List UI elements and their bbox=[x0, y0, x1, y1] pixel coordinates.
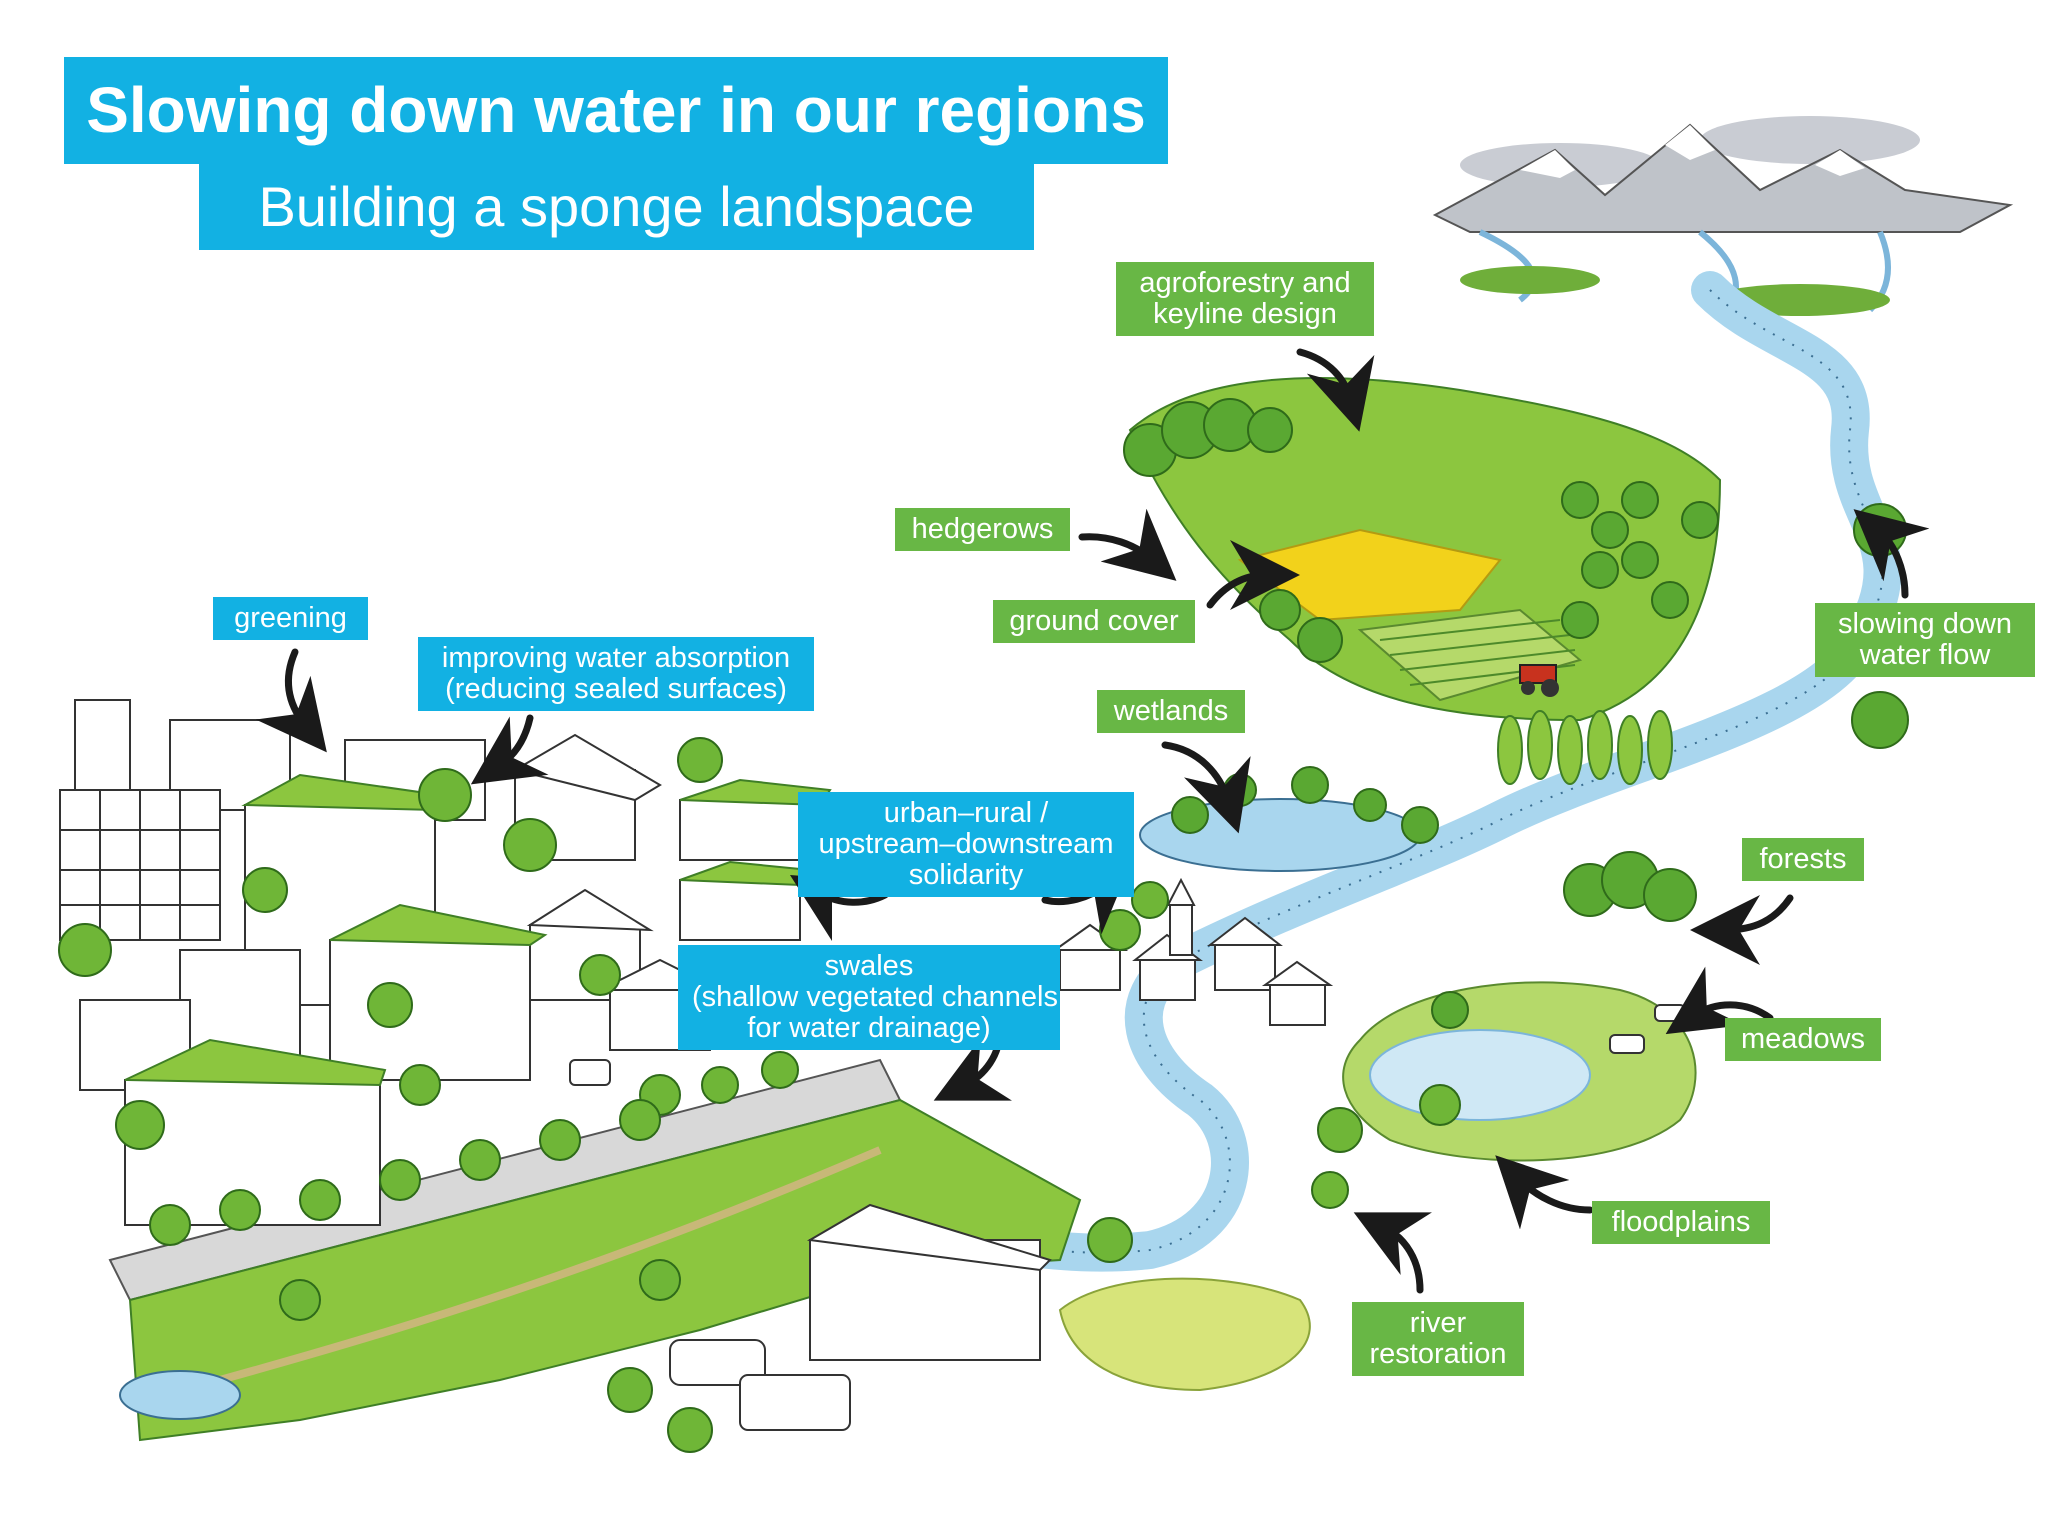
label-agroforestry: agroforestry and keyline design bbox=[1116, 262, 1374, 336]
label-river-restoration: river restoration bbox=[1352, 1302, 1524, 1376]
label-swales: swales (shallow vegetated channels for w… bbox=[678, 945, 1060, 1050]
wetlands-area bbox=[1139, 766, 1439, 872]
label-meadows: meadows bbox=[1725, 1018, 1881, 1061]
label-ground-cover: ground cover bbox=[993, 600, 1195, 643]
mountains bbox=[1432, 116, 2014, 323]
city-park bbox=[108, 1058, 1082, 1442]
label-forests: forests bbox=[1742, 838, 1864, 881]
tree-icon bbox=[58, 737, 1461, 1453]
page-subtitle: Building a sponge landspace bbox=[199, 164, 1034, 250]
label-greening: greening bbox=[213, 597, 368, 640]
label-hedgerows: hedgerows bbox=[895, 508, 1070, 551]
label-slowing-down-water-flow: slowing down water flow bbox=[1815, 603, 2035, 677]
car-icon bbox=[569, 1059, 851, 1431]
page-title: Slowing down water in our regions bbox=[64, 57, 1168, 164]
label-solidarity: urban–rural / upstream–downstream solida… bbox=[798, 792, 1134, 897]
label-floodplains: floodplains bbox=[1592, 1201, 1770, 1244]
label-improving-water-absorption: improving water absorption (reducing sea… bbox=[418, 637, 814, 711]
meadow-south bbox=[1058, 1277, 1311, 1392]
label-wetlands: wetlands bbox=[1097, 690, 1245, 733]
farmland bbox=[1123, 377, 1722, 785]
tractor-icon bbox=[1519, 664, 1559, 697]
